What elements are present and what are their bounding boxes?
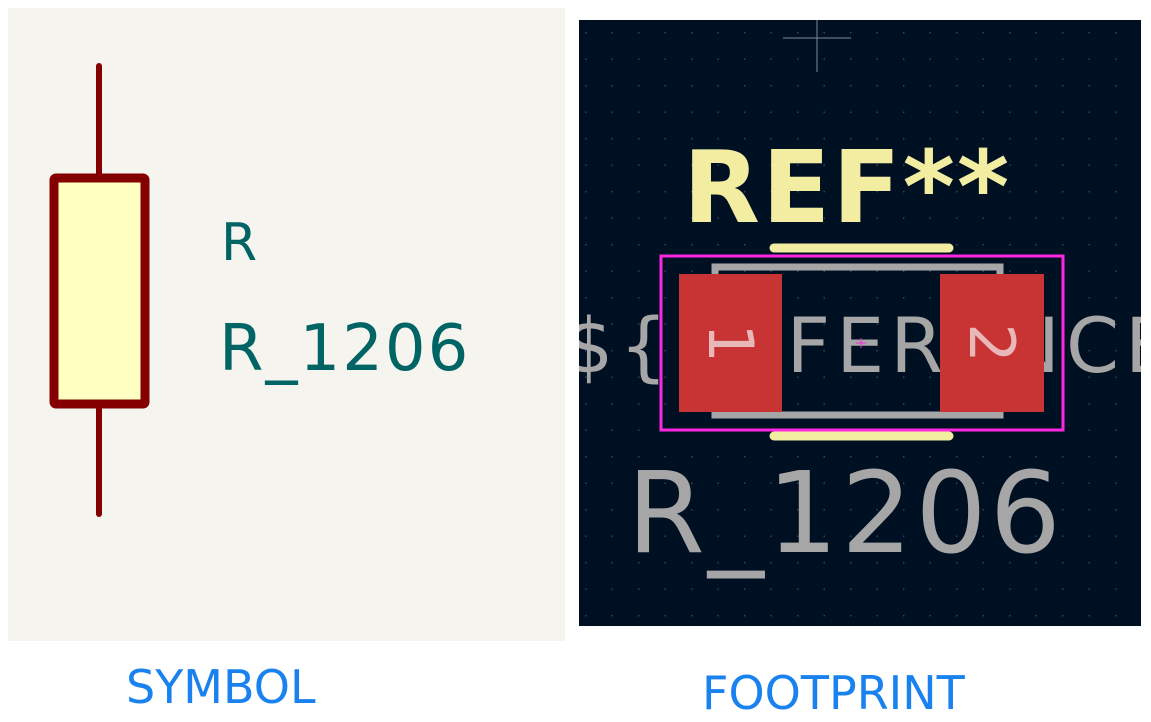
pad-1: 1 [679,274,782,412]
footprint-grid [579,20,1141,626]
pad-2: 2 [940,274,1044,412]
symbol-reference-text: R [221,213,257,273]
symbol-resistor-body [49,173,150,409]
symbol-caption: SYMBOL [126,660,316,714]
symbol-value-text: R_1206 [219,312,470,386]
courtyard-outline [659,254,1065,432]
footprint-anchor-icon [856,338,866,348]
symbol-panel: R R_1206 [8,8,565,641]
fab-reference-text: ${REFERENCE} [579,301,1141,390]
pad-2-label: 2 [955,323,1028,362]
footprint-panel: ${REFERENCE} 1 2 REF** R_1206 [579,20,1141,626]
footprint-canvas: ${REFERENCE} 1 2 REF** R_1206 [579,20,1141,626]
pad-1-label: 1 [694,323,767,362]
footprint-caption: FOOTPRINT [702,666,965,720]
origin-crosshair [783,20,851,72]
fab-value-text: R_1206 [627,449,1064,579]
silkscreen-reference-text: REF** [683,129,1011,246]
symbol-canvas: R R_1206 [49,63,470,517]
